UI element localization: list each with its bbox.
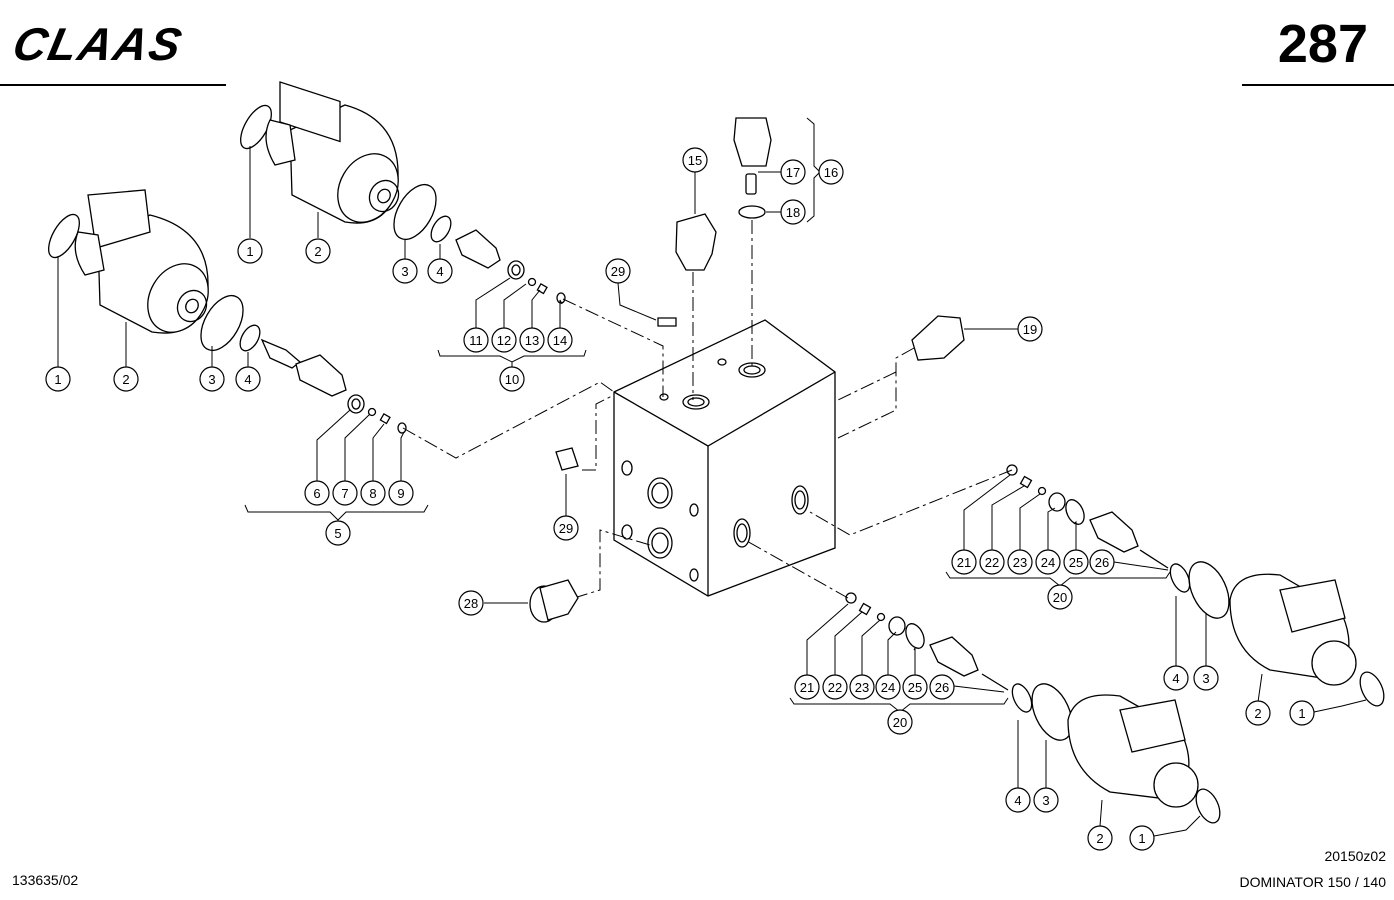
callout-c20b: 20 bbox=[893, 715, 907, 730]
callout-c21b: 21 bbox=[800, 680, 814, 695]
callout-c10: 10 bbox=[505, 372, 519, 387]
callout-c1c: 1 bbox=[1298, 706, 1305, 721]
callout-c26a: 26 bbox=[1095, 555, 1109, 570]
page-number: 287 bbox=[1277, 14, 1368, 74]
callout-c15: 15 bbox=[688, 153, 702, 168]
callout-c17: 17 bbox=[786, 165, 800, 180]
callout-c28: 28 bbox=[464, 596, 478, 611]
callout-balloons: 1 2 3 4 1 2 3 4 11 12 13 14 10 6 7 8 9 5… bbox=[45, 147, 1315, 851]
callout-c3c: 3 bbox=[1202, 671, 1209, 686]
solenoid-left bbox=[48, 189, 407, 434]
callout-c18: 18 bbox=[786, 205, 800, 220]
callout-c3a: 3 bbox=[401, 264, 408, 279]
callout-c25b: 25 bbox=[908, 680, 922, 695]
callout-c1b: 1 bbox=[54, 372, 61, 387]
callout-c22b: 22 bbox=[828, 680, 842, 695]
callout-c24b: 24 bbox=[881, 680, 895, 695]
callout-c23b: 23 bbox=[855, 680, 869, 695]
callout-c25a: 25 bbox=[1069, 555, 1083, 570]
callout-c11: 11 bbox=[469, 333, 483, 348]
callout-c14: 14 bbox=[553, 333, 567, 348]
right-fittings bbox=[529, 315, 965, 623]
callout-c2b: 2 bbox=[122, 372, 129, 387]
solenoid-lower-right bbox=[1006, 464, 1385, 707]
assembly-axes bbox=[402, 220, 1013, 599]
callout-c8: 8 bbox=[369, 486, 376, 501]
callout-c1a: 1 bbox=[246, 244, 253, 259]
leader-lines bbox=[57, 146, 1367, 837]
callout-c6: 6 bbox=[313, 486, 320, 501]
top-fittings bbox=[657, 117, 772, 327]
callout-c3b: 3 bbox=[208, 372, 215, 387]
callout-c24a: 24 bbox=[1041, 555, 1055, 570]
callout-c19: 19 bbox=[1023, 322, 1037, 337]
part-reference: 20150z02 bbox=[1324, 848, 1386, 864]
callout-c22a: 22 bbox=[985, 555, 999, 570]
valve-block bbox=[613, 319, 836, 597]
model-label: DOMINATOR 150 / 140 bbox=[1239, 874, 1386, 890]
callout-c2d: 2 bbox=[1096, 831, 1103, 846]
callout-c3d: 3 bbox=[1042, 793, 1049, 808]
callout-c1d: 1 bbox=[1138, 831, 1145, 846]
header-rule-left bbox=[0, 84, 226, 86]
callout-c7: 7 bbox=[341, 486, 348, 501]
solenoid-bottom-right bbox=[845, 592, 1221, 824]
callout-c26b: 26 bbox=[935, 680, 949, 695]
callout-c12: 12 bbox=[497, 333, 511, 348]
callout-c29a: 29 bbox=[611, 264, 625, 279]
callout-c16: 16 bbox=[824, 165, 838, 180]
callout-c9: 9 bbox=[397, 486, 404, 501]
callout-c4d: 4 bbox=[1014, 793, 1021, 808]
callout-c29b: 29 bbox=[559, 521, 573, 536]
callout-c4a: 4 bbox=[436, 264, 443, 279]
callout-c23a: 23 bbox=[1013, 555, 1027, 570]
callout-c2c: 2 bbox=[1254, 706, 1261, 721]
header-rule-right bbox=[1242, 84, 1394, 86]
callout-c21a: 21 bbox=[957, 555, 971, 570]
solenoid-upper-left bbox=[240, 81, 566, 304]
callout-c13: 13 bbox=[525, 333, 539, 348]
callout-c5: 5 bbox=[334, 526, 341, 541]
callout-c20a: 20 bbox=[1053, 590, 1067, 605]
callout-c4c: 4 bbox=[1172, 671, 1179, 686]
callout-c2a: 2 bbox=[314, 244, 321, 259]
drawing-reference: 133635/02 bbox=[12, 872, 79, 888]
callout-c4b: 4 bbox=[244, 372, 251, 387]
